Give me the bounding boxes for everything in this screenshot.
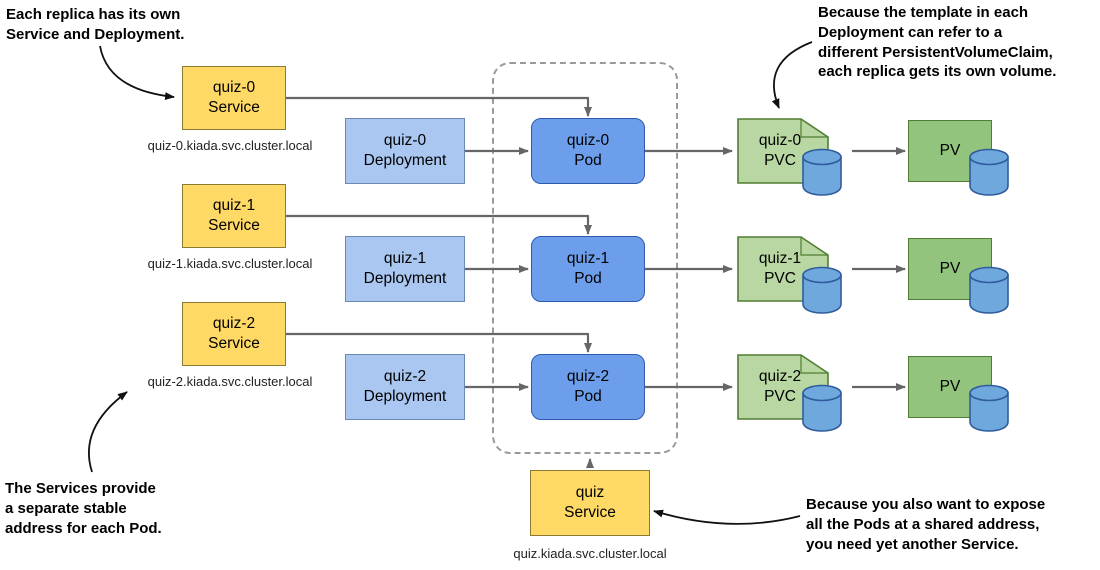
resource-kind: Pod — [574, 270, 602, 287]
annotation-bottom-left: The Services provide a separate stable a… — [5, 480, 162, 537]
annotation-arrow-bottom-right — [653, 509, 801, 525]
resource-kind: Service — [564, 504, 616, 521]
resource-kind: PVC — [764, 388, 796, 405]
annotation-bottom-right: Because you also want to expose all the … — [806, 496, 1046, 553]
resource-name: quiz-0 — [758, 132, 802, 150]
service-box-quiz-1: quiz-1 Service — [182, 184, 286, 248]
resource-kind: PV — [939, 378, 961, 396]
resource-name: quiz — [575, 484, 605, 502]
resource-name: quiz-0 — [212, 79, 256, 97]
resource-kind: PV — [939, 260, 961, 278]
resource-name: quiz-1 — [383, 250, 427, 268]
resource-name: quiz-0 — [566, 132, 610, 150]
resource-kind: Deployment — [363, 270, 447, 287]
deployment-box-quiz-1: quiz-1 Deployment — [345, 236, 465, 302]
resource-name: quiz-2 — [758, 368, 802, 386]
resource-name: quiz-1 — [212, 197, 256, 215]
pod-box-quiz-2: quiz-2 Pod — [531, 354, 645, 420]
pod-box-quiz-0: quiz-0 Pod — [531, 118, 645, 184]
volume-cylinder-icon — [969, 266, 1009, 314]
service-box-quiz-0: quiz-0 Service — [182, 66, 286, 130]
resource-kind: PV — [939, 142, 961, 160]
resource-kind: Deployment — [363, 388, 447, 405]
volume-cylinder-icon — [969, 384, 1009, 432]
resource-kind: Service — [208, 335, 260, 352]
deployment-box-quiz-2: quiz-2 Deployment — [345, 354, 465, 420]
resource-name: quiz-1 — [566, 250, 610, 268]
shared-service-dns: quiz.kiada.svc.cluster.local — [513, 546, 667, 561]
service-box-quiz-2: quiz-2 Service — [182, 302, 286, 366]
resource-kind: Service — [208, 99, 260, 116]
shared-service-box: quiz Service — [530, 470, 650, 536]
service-dns-quiz-2: quiz-2.kiada.svc.cluster.local — [147, 374, 313, 389]
annotation-arrow-bottom-left — [88, 391, 128, 473]
resource-kind: PVC — [764, 270, 796, 287]
resource-name: quiz-2 — [212, 315, 256, 333]
resource-name: quiz-0 — [383, 132, 427, 150]
annotation-top-right: Because the template in each Deployment … — [818, 4, 1057, 81]
annotation-arrow-top-right — [771, 41, 813, 109]
service-dns-quiz-0: quiz-0.kiada.svc.cluster.local — [147, 138, 313, 153]
resource-name: quiz-1 — [758, 250, 802, 268]
service-dns-quiz-1: quiz-1.kiada.svc.cluster.local — [147, 256, 313, 271]
volume-cylinder-icon — [969, 148, 1009, 196]
resource-kind: Pod — [574, 152, 602, 169]
resource-kind: PVC — [764, 152, 796, 169]
resource-name: quiz-2 — [383, 368, 427, 386]
resource-name: quiz-2 — [566, 368, 610, 386]
resource-kind: Pod — [574, 388, 602, 405]
deployment-box-quiz-0: quiz-0 Deployment — [345, 118, 465, 184]
volume-cylinder-icon — [802, 266, 842, 314]
annotation-arrow-top-left — [99, 45, 175, 101]
volume-cylinder-icon — [802, 148, 842, 196]
resource-kind: Service — [208, 217, 260, 234]
pod-group-outline — [492, 62, 678, 454]
volume-cylinder-icon — [802, 384, 842, 432]
annotation-top-left: Each replica has its own Service and Dep… — [6, 6, 185, 43]
resource-kind: Deployment — [363, 152, 447, 169]
pod-box-quiz-1: quiz-1 Pod — [531, 236, 645, 302]
